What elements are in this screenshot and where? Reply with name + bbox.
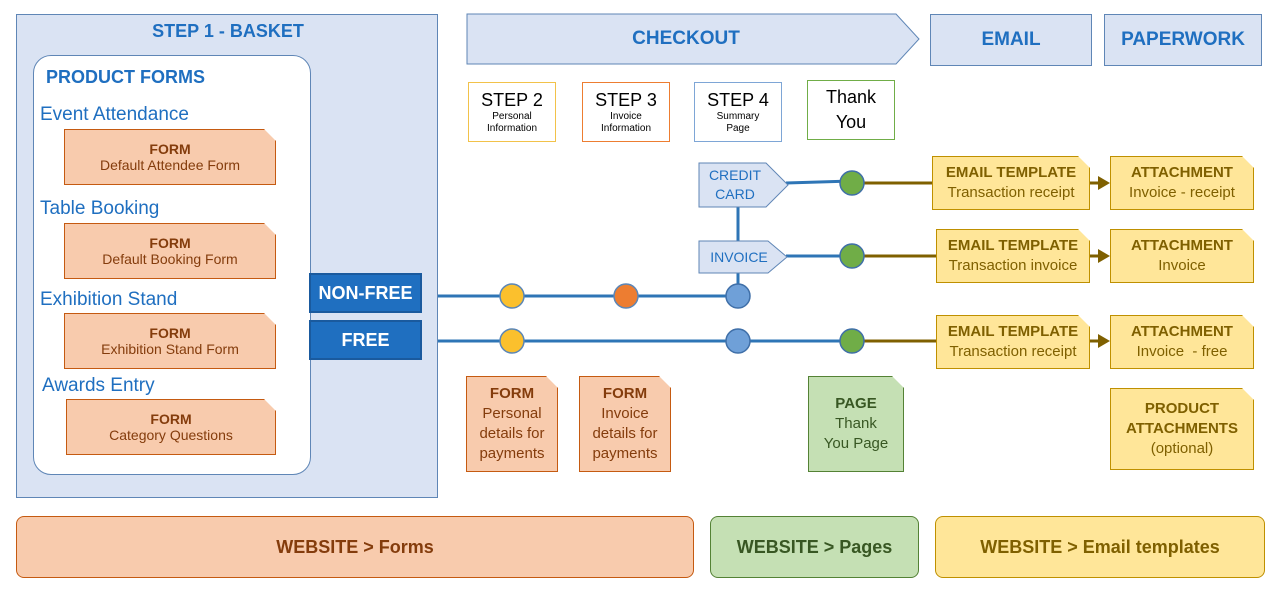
free-label: FREE [309, 320, 422, 360]
form-name: Default Booking Form [102, 251, 238, 267]
form-name: Exhibition Stand Form [101, 341, 239, 357]
email-template-name: Transaction receipt [949, 343, 1077, 360]
email-template-receipt: EMAIL TEMPLATE Transaction receipt [932, 156, 1090, 210]
credit-card-line2: CARD [715, 186, 755, 202]
thank-you-line1: Thank [825, 87, 877, 107]
thank-you-line2: You [835, 112, 867, 132]
step4-box: STEP 4 Summary Page [694, 82, 782, 142]
step2-sub2: Information [486, 122, 538, 134]
checkout-header-arrow [466, 13, 920, 65]
non-free-step2-dot [499, 283, 525, 309]
arrow-free-attachment [1098, 334, 1110, 348]
step3-box: STEP 3 Invoice Information [582, 82, 670, 142]
form-title: FORM [149, 141, 191, 157]
email-template-title: EMAIL TEMPLATE [947, 323, 1079, 340]
step2-sub1: Personal [492, 110, 532, 122]
thank-you-box: Thank You [807, 80, 895, 140]
category-table-booking: Table Booking [40, 198, 160, 219]
email-template-invoice: EMAIL TEMPLATE Transaction invoice [936, 229, 1090, 283]
step1-title: STEP 1 - BASKET [152, 21, 304, 41]
form-title: FORM [149, 325, 191, 341]
email-template-title: EMAIL TEMPLATE [945, 164, 1077, 181]
page-line: Thank [835, 415, 877, 432]
attachment-name: Invoice - free [1136, 343, 1228, 360]
step4-sub2: Page [726, 122, 750, 134]
product-forms-title: PRODUCT FORMS [46, 67, 205, 87]
step2-title: STEP 2 [481, 89, 543, 110]
category-awards-entry: Awards Entry [42, 375, 155, 396]
credit-card-tag-shape [698, 162, 789, 208]
form-personal-details: FORM Personal details for payments [466, 376, 558, 472]
product-attachments-line1: PRODUCT [1144, 400, 1220, 417]
credit-card-thankyou-dot [839, 170, 865, 196]
product-attachments-line2: ATTACHMENTS [1126, 420, 1238, 437]
email-template-free-receipt: EMAIL TEMPLATE Transaction receipt [936, 315, 1090, 369]
free-step2-dot [499, 328, 525, 354]
arrow-invoice-attachment [1098, 249, 1110, 263]
credit-card-line1: CREDIT [708, 167, 762, 183]
email-template-name: Transaction receipt [947, 184, 1075, 201]
category-exhibition-stand: Exhibition Stand [40, 289, 178, 310]
non-free-step4-dot [725, 283, 751, 309]
form-line: Personal [482, 405, 542, 422]
attachment-title: ATTACHMENT [1131, 237, 1233, 254]
form-title: FORM [602, 385, 648, 402]
website-pages-bar: WEBSITE > Pages [710, 516, 919, 578]
attachment-invoice-receipt: ATTACHMENT Invoice - receipt [1110, 156, 1254, 210]
form-line: details for [479, 425, 545, 442]
invoice-thankyou-dot [839, 243, 865, 269]
step3-sub1: Invoice [610, 110, 642, 122]
form-name: Default Attendee Form [99, 157, 241, 173]
form-exhibition-stand: FORM Exhibition Stand Form [64, 313, 276, 369]
product-attachments-line3: (optional) [1150, 440, 1214, 457]
step3-title: STEP 3 [595, 89, 657, 110]
form-line: details for [592, 425, 658, 442]
email-template-title: EMAIL TEMPLATE [947, 237, 1079, 254]
website-email-templates-bar: WEBSITE > Email templates [935, 516, 1265, 578]
page-thank-you: PAGE Thank You Page [808, 376, 904, 472]
attachment-invoice-free: ATTACHMENT Invoice - free [1110, 315, 1254, 369]
form-title: FORM [489, 385, 535, 402]
attachment-name: Invoice [1158, 257, 1206, 274]
checkout-title: CHECKOUT [632, 28, 740, 49]
email-template-name: Transaction invoice [948, 257, 1078, 274]
website-forms-bar: WEBSITE > Forms [16, 516, 694, 578]
category-event-attendance: Event Attendance [40, 104, 189, 125]
credit-card-tag: CREDIT CARD [699, 163, 771, 207]
form-line: payments [479, 445, 545, 462]
form-category-questions: FORM Category Questions [66, 399, 276, 455]
product-attachments: PRODUCT ATTACHMENTS (optional) [1110, 388, 1254, 470]
page-title: PAGE [835, 395, 877, 412]
form-invoice-details: FORM Invoice details for payments [579, 376, 671, 472]
non-free-step3-dot [613, 283, 639, 309]
attachment-title: ATTACHMENT [1131, 164, 1233, 181]
form-title: FORM [150, 411, 192, 427]
form-name: Category Questions [109, 427, 233, 443]
step4-sub1: Summary [716, 110, 760, 122]
form-title: FORM [149, 235, 191, 251]
page-line: You Page [823, 435, 889, 452]
form-default-attendee: FORM Default Attendee Form [64, 129, 276, 185]
form-line: payments [592, 445, 658, 462]
invoice-tag: INVOICE [710, 249, 768, 265]
free-thankyou-dot [839, 328, 865, 354]
free-step4-dot [725, 328, 751, 354]
non-free-label: NON-FREE [309, 273, 422, 313]
email-header: EMAIL [930, 14, 1092, 66]
form-default-booking: FORM Default Booking Form [64, 223, 276, 279]
step2-box: STEP 2 Personal Information [468, 82, 556, 142]
attachment-title: ATTACHMENT [1131, 323, 1233, 340]
step3-sub2: Information [600, 122, 652, 134]
attachment-invoice: ATTACHMENT Invoice [1110, 229, 1254, 283]
form-line: Invoice [601, 405, 649, 422]
paperwork-header: PAPERWORK [1104, 14, 1262, 66]
attachment-name: Invoice - receipt [1129, 184, 1235, 201]
step4-title: STEP 4 [707, 89, 769, 110]
invoice-tag-shape [698, 240, 788, 274]
arrow-receipt-attachment [1098, 176, 1110, 190]
